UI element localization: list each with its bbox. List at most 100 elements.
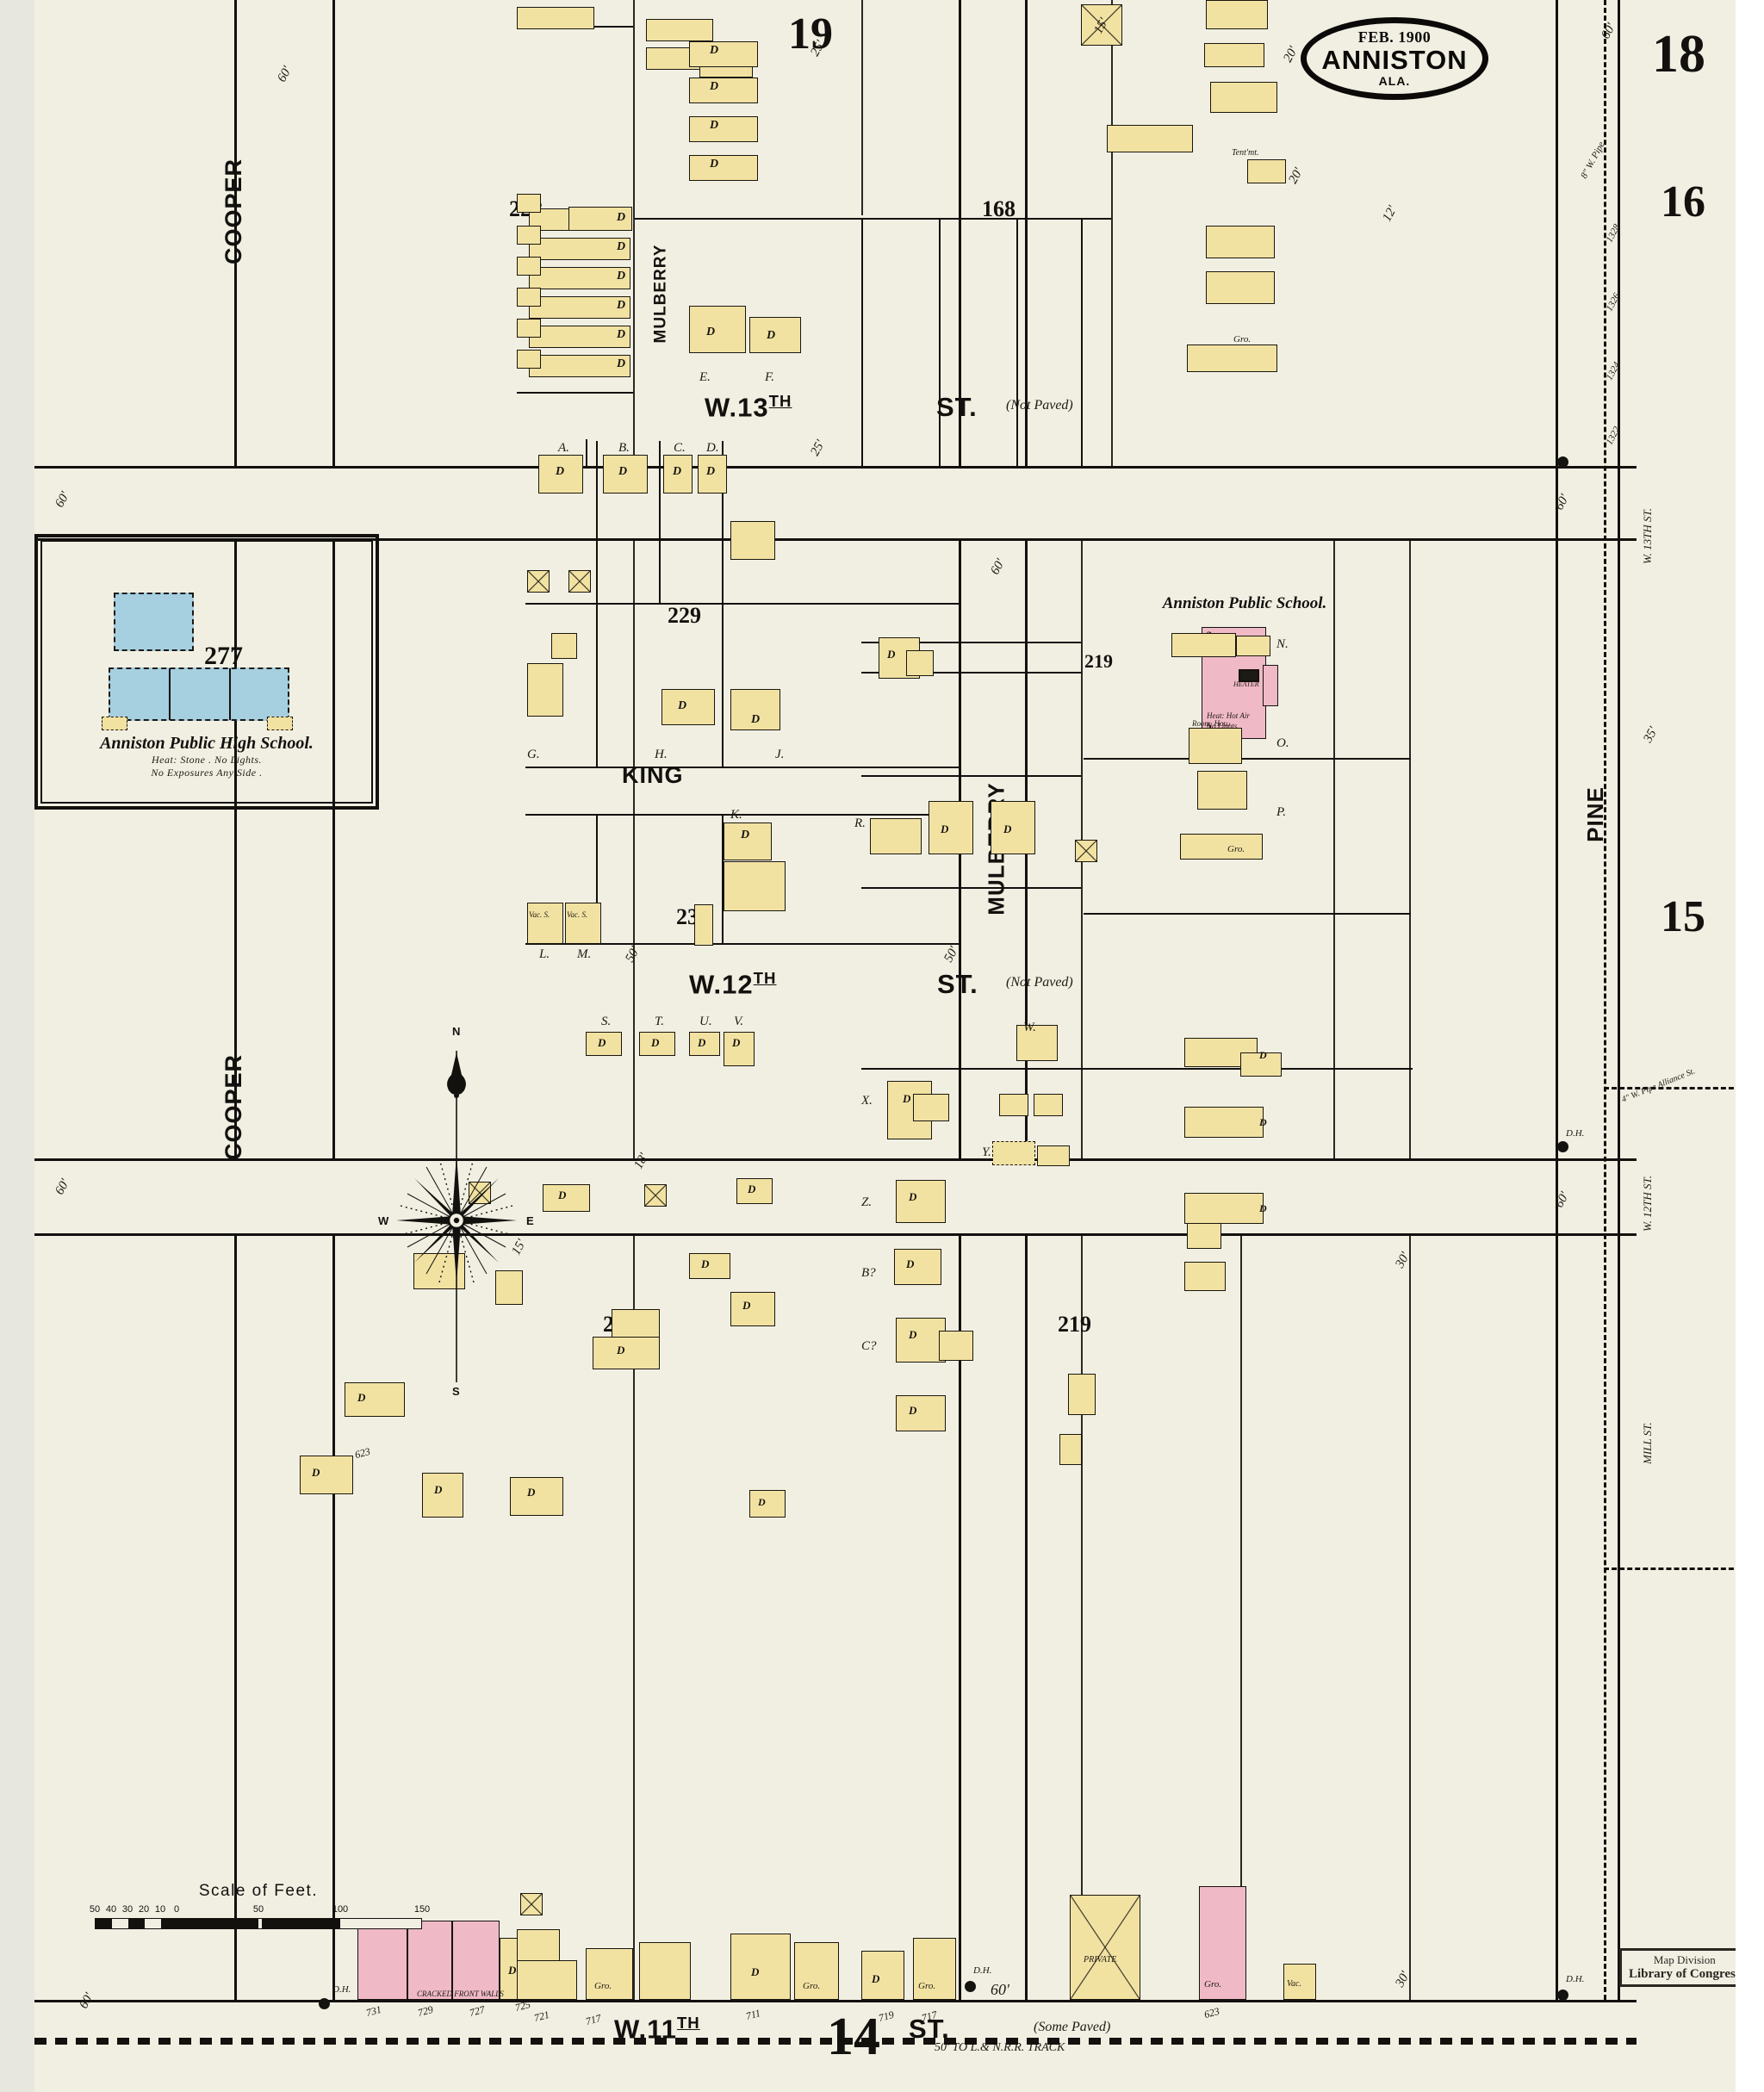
street-label-cooper-lower: COOPER [220, 1053, 247, 1161]
lot-letter-s: S. [601, 1015, 612, 1028]
building-top-right-5 [1206, 226, 1275, 258]
right-margin-label-mill: MILL ST. [1641, 1422, 1654, 1464]
annotation-vacs-1: Vac. S. [529, 910, 550, 919]
building-219l-outer-2 [300, 1456, 353, 1494]
lot-line-168-s [861, 218, 1111, 220]
annotation-gro-219r: Gro. [1227, 844, 1245, 854]
building-228-b [529, 238, 630, 260]
building-228-shed-4 [517, 288, 541, 307]
building-top-right-1 [1206, 0, 1268, 29]
lot-letter-p: P. [1276, 805, 1286, 819]
annotation-rooming-house: Room. Hou. [1192, 719, 1230, 728]
building-230-k [724, 823, 772, 860]
compass-label-w: W [378, 1214, 389, 1227]
building-bottom-pink-727 [452, 1921, 500, 2000]
annotation-tenement: Tent'mt. [1232, 148, 1259, 158]
street-label-w13th-text: W.13 [705, 392, 769, 423]
building-229-x1 [527, 570, 550, 593]
hydrant-icon-4 [319, 1998, 330, 2009]
building-219r-p [1197, 771, 1247, 810]
right-margin-label-w13th: W. 13TH ST. [1641, 507, 1654, 564]
building-229-d [698, 455, 727, 494]
building-219l-outer-1 [345, 1382, 405, 1417]
lot-line-229-s [525, 767, 960, 768]
building-230-shed [694, 904, 713, 946]
lot-line-219r-a [1084, 758, 1411, 760]
high-school-grounds-inner [40, 540, 373, 804]
building-219r-o [1189, 728, 1242, 764]
building-230-vacs-2 [565, 903, 601, 944]
street-edge-pine-e [1618, 0, 1620, 2000]
street-edge-cooper-e-lower [234, 1233, 237, 2000]
lot-div-229-3 [722, 441, 724, 605]
block-edge-228-e [633, 0, 635, 466]
block-edge-219-w [633, 1233, 635, 2000]
lot-line-219r-b [1084, 913, 1411, 915]
block-edge-219r-e [1333, 538, 1335, 1158]
street-label-w13th-sup: TH [768, 392, 792, 410]
street-label-w13th-st: ST. [936, 392, 978, 422]
lot-line-219-top [861, 642, 1081, 643]
building-230-vacs-1 [527, 903, 563, 944]
lot-letter-t: T. [655, 1015, 664, 1028]
building-229-h [662, 689, 715, 725]
cartouche-date: FEB. 1900 [1357, 28, 1432, 46]
building-228-shed-2 [517, 226, 541, 245]
lot-letter-x: X. [861, 1094, 873, 1108]
lot-letter-a: A. [558, 441, 569, 455]
scale-bar-caption: Scale of Feet. [198, 1882, 319, 1900]
lot-div-168-4 [1081, 218, 1083, 466]
block-number-277: 277 [204, 642, 243, 670]
building-219l-v [724, 1032, 755, 1066]
annotation-gro-topright: Gro. [1233, 334, 1252, 345]
street-edge-mulberry-e-upper [1025, 0, 1028, 466]
lot-letter-y: Y. [982, 1145, 991, 1159]
building-219br-c3b [939, 1331, 973, 1361]
high-school-wing-div-1 [169, 668, 171, 720]
building-tenement [1247, 159, 1286, 183]
building-219r-r2 [929, 801, 973, 854]
lot-letter-e: E. [699, 370, 711, 384]
building-219r-n [1171, 633, 1236, 657]
public-school-note-2: No Lights. [1207, 722, 1239, 730]
lot-letter-b: B. [618, 441, 630, 455]
lot-line-219-d [861, 1068, 1413, 1070]
cartouche-state: ALA. [1378, 74, 1411, 88]
right-margin-label-w12th: W. 12TH ST. [1641, 1175, 1654, 1232]
building-pine-4 [1184, 1262, 1226, 1291]
building-229-q [730, 521, 775, 560]
building-228-c [529, 267, 630, 289]
lot-letter-o: O. [1276, 736, 1289, 750]
lot-div-229-5 [722, 603, 724, 767]
lot-line-219-c [861, 887, 1081, 889]
block-edge-219r-e3 [1409, 538, 1411, 1158]
scale-tick-50r: 50 [252, 1904, 264, 1915]
building-228-shed-5 [517, 319, 541, 338]
lot-letter-c: C. [674, 441, 686, 455]
public-school-heater-label: HEATER [1233, 680, 1259, 688]
building-228-shed-6 [517, 350, 541, 369]
scale-tick-30: 30 [121, 1904, 134, 1915]
building-168-f [749, 317, 801, 353]
building-bottom-6 [794, 1942, 839, 2000]
building-228-d [529, 296, 630, 319]
lot-div-229-1 [596, 441, 598, 605]
water-pipe-branch-mill [1604, 1567, 1742, 1570]
page-right-edge [1736, 0, 1764, 2092]
lot-line-219-b [861, 775, 1081, 777]
sheet-number-14: 14 [827, 2008, 880, 2066]
street-label-w12th-sup: TH [753, 969, 777, 987]
annotation-private: PRIVATE [1084, 1955, 1117, 1965]
building-pine-3 [1184, 1193, 1264, 1224]
lot-letter-n: N. [1276, 637, 1289, 651]
public-school-note-1: Heat: Hot Air [1207, 711, 1250, 720]
block-number-219-upper-right: 219 [1084, 650, 1113, 672]
public-school-annex [1263, 665, 1278, 706]
scale-seg-1 [111, 1919, 128, 1928]
building-pine-1b [1240, 1052, 1282, 1077]
scale-seg-4 [339, 1919, 421, 1928]
building-219br-y2 [1037, 1145, 1070, 1166]
street-edge-mulberry-w-lower [959, 1233, 961, 2000]
street-label-king: KING [622, 762, 684, 788]
